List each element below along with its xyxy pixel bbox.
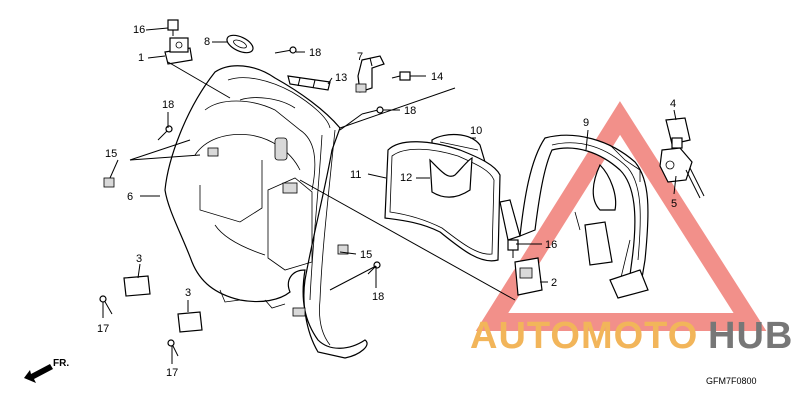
frame-part-9 <box>499 134 649 299</box>
callout-1: 1 <box>138 52 144 64</box>
callout-16a: 16 <box>133 24 145 36</box>
callout-5: 5 <box>671 198 677 210</box>
screw-part-17a <box>99 295 113 315</box>
watermark-triangle <box>475 101 767 331</box>
callout-18c: 18 <box>162 99 174 111</box>
callout-11: 11 <box>350 169 361 181</box>
clip-part-15a <box>103 177 115 188</box>
bracket-part-7 <box>355 55 385 93</box>
watermark-text-auto: AUTOMOTO <box>470 315 698 357</box>
callout-13: 13 <box>335 72 347 84</box>
bolt-part-16a <box>167 19 179 36</box>
callout-labels: 16 1 8 18 13 7 14 18 18 15 6 10 11 12 9 … <box>97 24 677 379</box>
cap-part-3a <box>123 275 151 297</box>
seal-part-11 <box>384 141 501 262</box>
bracket-part-1 <box>164 37 193 65</box>
clip-part-13 <box>287 75 331 91</box>
callout-18d: 18 <box>372 291 384 303</box>
screw-part-18a <box>274 46 297 54</box>
callout-7: 7 <box>357 51 363 63</box>
seal-part-12 <box>429 156 473 198</box>
callout-8: 8 <box>204 36 210 48</box>
bolt-part-16b <box>507 239 519 258</box>
front-direction-label: FR. <box>53 358 69 369</box>
screw-part-18d <box>367 261 381 275</box>
callout-18a: 18 <box>309 47 321 59</box>
bolt-part-14 <box>391 71 411 81</box>
screw-part-17b <box>167 339 179 357</box>
diagram-code: GFM7F0800 <box>706 376 757 386</box>
callout-10: 10 <box>470 125 482 137</box>
callout-3a: 3 <box>136 253 142 265</box>
latch-part-2 <box>514 257 543 296</box>
inner-box-part <box>164 65 368 359</box>
leader-lines <box>102 27 677 364</box>
callout-12: 12 <box>400 172 412 184</box>
callout-15b: 15 <box>360 249 372 261</box>
callout-4: 4 <box>670 98 676 110</box>
front-direction-arrow: FR. <box>24 358 69 383</box>
callout-2: 2 <box>551 277 557 289</box>
callout-9: 9 <box>583 117 589 129</box>
callout-15a: 15 <box>105 148 117 160</box>
callout-16b: 16 <box>545 239 557 251</box>
callout-17b: 17 <box>166 367 178 379</box>
lock-part-4 <box>665 117 691 149</box>
callout-17a: 17 <box>97 323 109 335</box>
watermark-logo: AUTOMOTO HUB <box>470 315 793 357</box>
callout-3b: 3 <box>185 287 191 299</box>
cap-part-3b <box>177 311 203 333</box>
callout-6: 6 <box>127 191 133 203</box>
screw-part-18b <box>361 106 384 115</box>
watermark-text-hub: HUB <box>708 315 793 357</box>
grommet-part-8 <box>226 34 254 54</box>
clip-part-15b <box>337 244 349 255</box>
lock-part-5 <box>659 147 705 199</box>
callout-18b: 18 <box>404 105 416 117</box>
screw-part-18c <box>157 125 173 141</box>
callout-14: 14 <box>431 71 443 83</box>
